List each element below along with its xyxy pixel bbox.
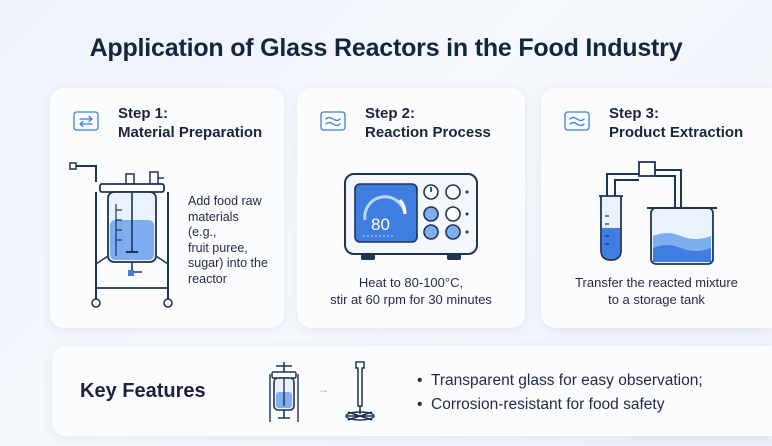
step-3-card: Step 3: Product Extraction Transfer the … (541, 88, 772, 328)
key-features-panel: Key Features → Transparent glass for eas… (52, 346, 772, 436)
step-1-description-line: sugar) into the (188, 256, 268, 270)
reactor-icon (269, 362, 299, 422)
display-value: 80 (371, 215, 390, 234)
step-2-description-line: Heat to 80-100°C, (358, 275, 464, 290)
step-1-description-line: Add food raw (188, 194, 262, 208)
step-1-label: Step 1: (118, 105, 169, 122)
step-3-description-line: Transfer the reacted mixture (575, 275, 738, 290)
step-3-heading: Step 3: Product Extraction (609, 104, 743, 142)
step-1-card: Step 1: Material Preparation Add food ra… (50, 88, 284, 328)
step-1-description-line: materials (188, 209, 239, 224)
step-3-label: Step 3: (609, 105, 660, 122)
arrow-right-icon: → (317, 382, 329, 396)
step-1-name: Material Preparation (118, 124, 263, 141)
glass-reactor-illustration (69, 162, 173, 308)
step-3-description-line: to a storage tank (608, 292, 705, 307)
step-3-description: Transfer the reacted mixture to a storag… (541, 274, 772, 308)
feature-item: Transparent glass for easy observation; (417, 369, 703, 393)
stirrer-icon (345, 361, 375, 421)
step-1-heading: Step 1: Material Preparation (118, 104, 262, 142)
step-3-name: Product Extraction (609, 124, 744, 141)
wave-icon (320, 111, 346, 131)
transfer-illustration (599, 161, 717, 265)
step-2-description-line: stir at 60 rpm for 30 minutes (330, 292, 492, 307)
step-2-heading: Step 2: Reaction Process (365, 104, 491, 142)
step-1-description-line: (e.g., (188, 225, 217, 239)
step-2-description: Heat to 80-100°C, stir at 60 rpm for 30 … (297, 274, 525, 308)
step-1-description-line: fruit puree, (188, 240, 248, 255)
arrows-exchange-icon (73, 111, 99, 131)
control-panel-illustration: 80 (344, 173, 478, 260)
step-2-label: Step 2: (365, 105, 416, 122)
feature-item: Corrosion-resistant for food safety (417, 393, 703, 417)
step-2-name: Reaction Process (365, 124, 491, 141)
step-1-description: Add food raw materials (e.g., fruit pure… (188, 194, 284, 287)
wave-icon (564, 111, 590, 131)
key-features-list: Transparent glass for easy observation; … (417, 369, 703, 417)
page-title: Application of Glass Reactors in the Foo… (89, 34, 683, 62)
step-1-description-line: reactor (188, 271, 227, 286)
key-features-title: Key Features (80, 380, 206, 402)
step-2-card: Step 2: Reaction Process 80 Heat to 80-1… (297, 88, 525, 328)
